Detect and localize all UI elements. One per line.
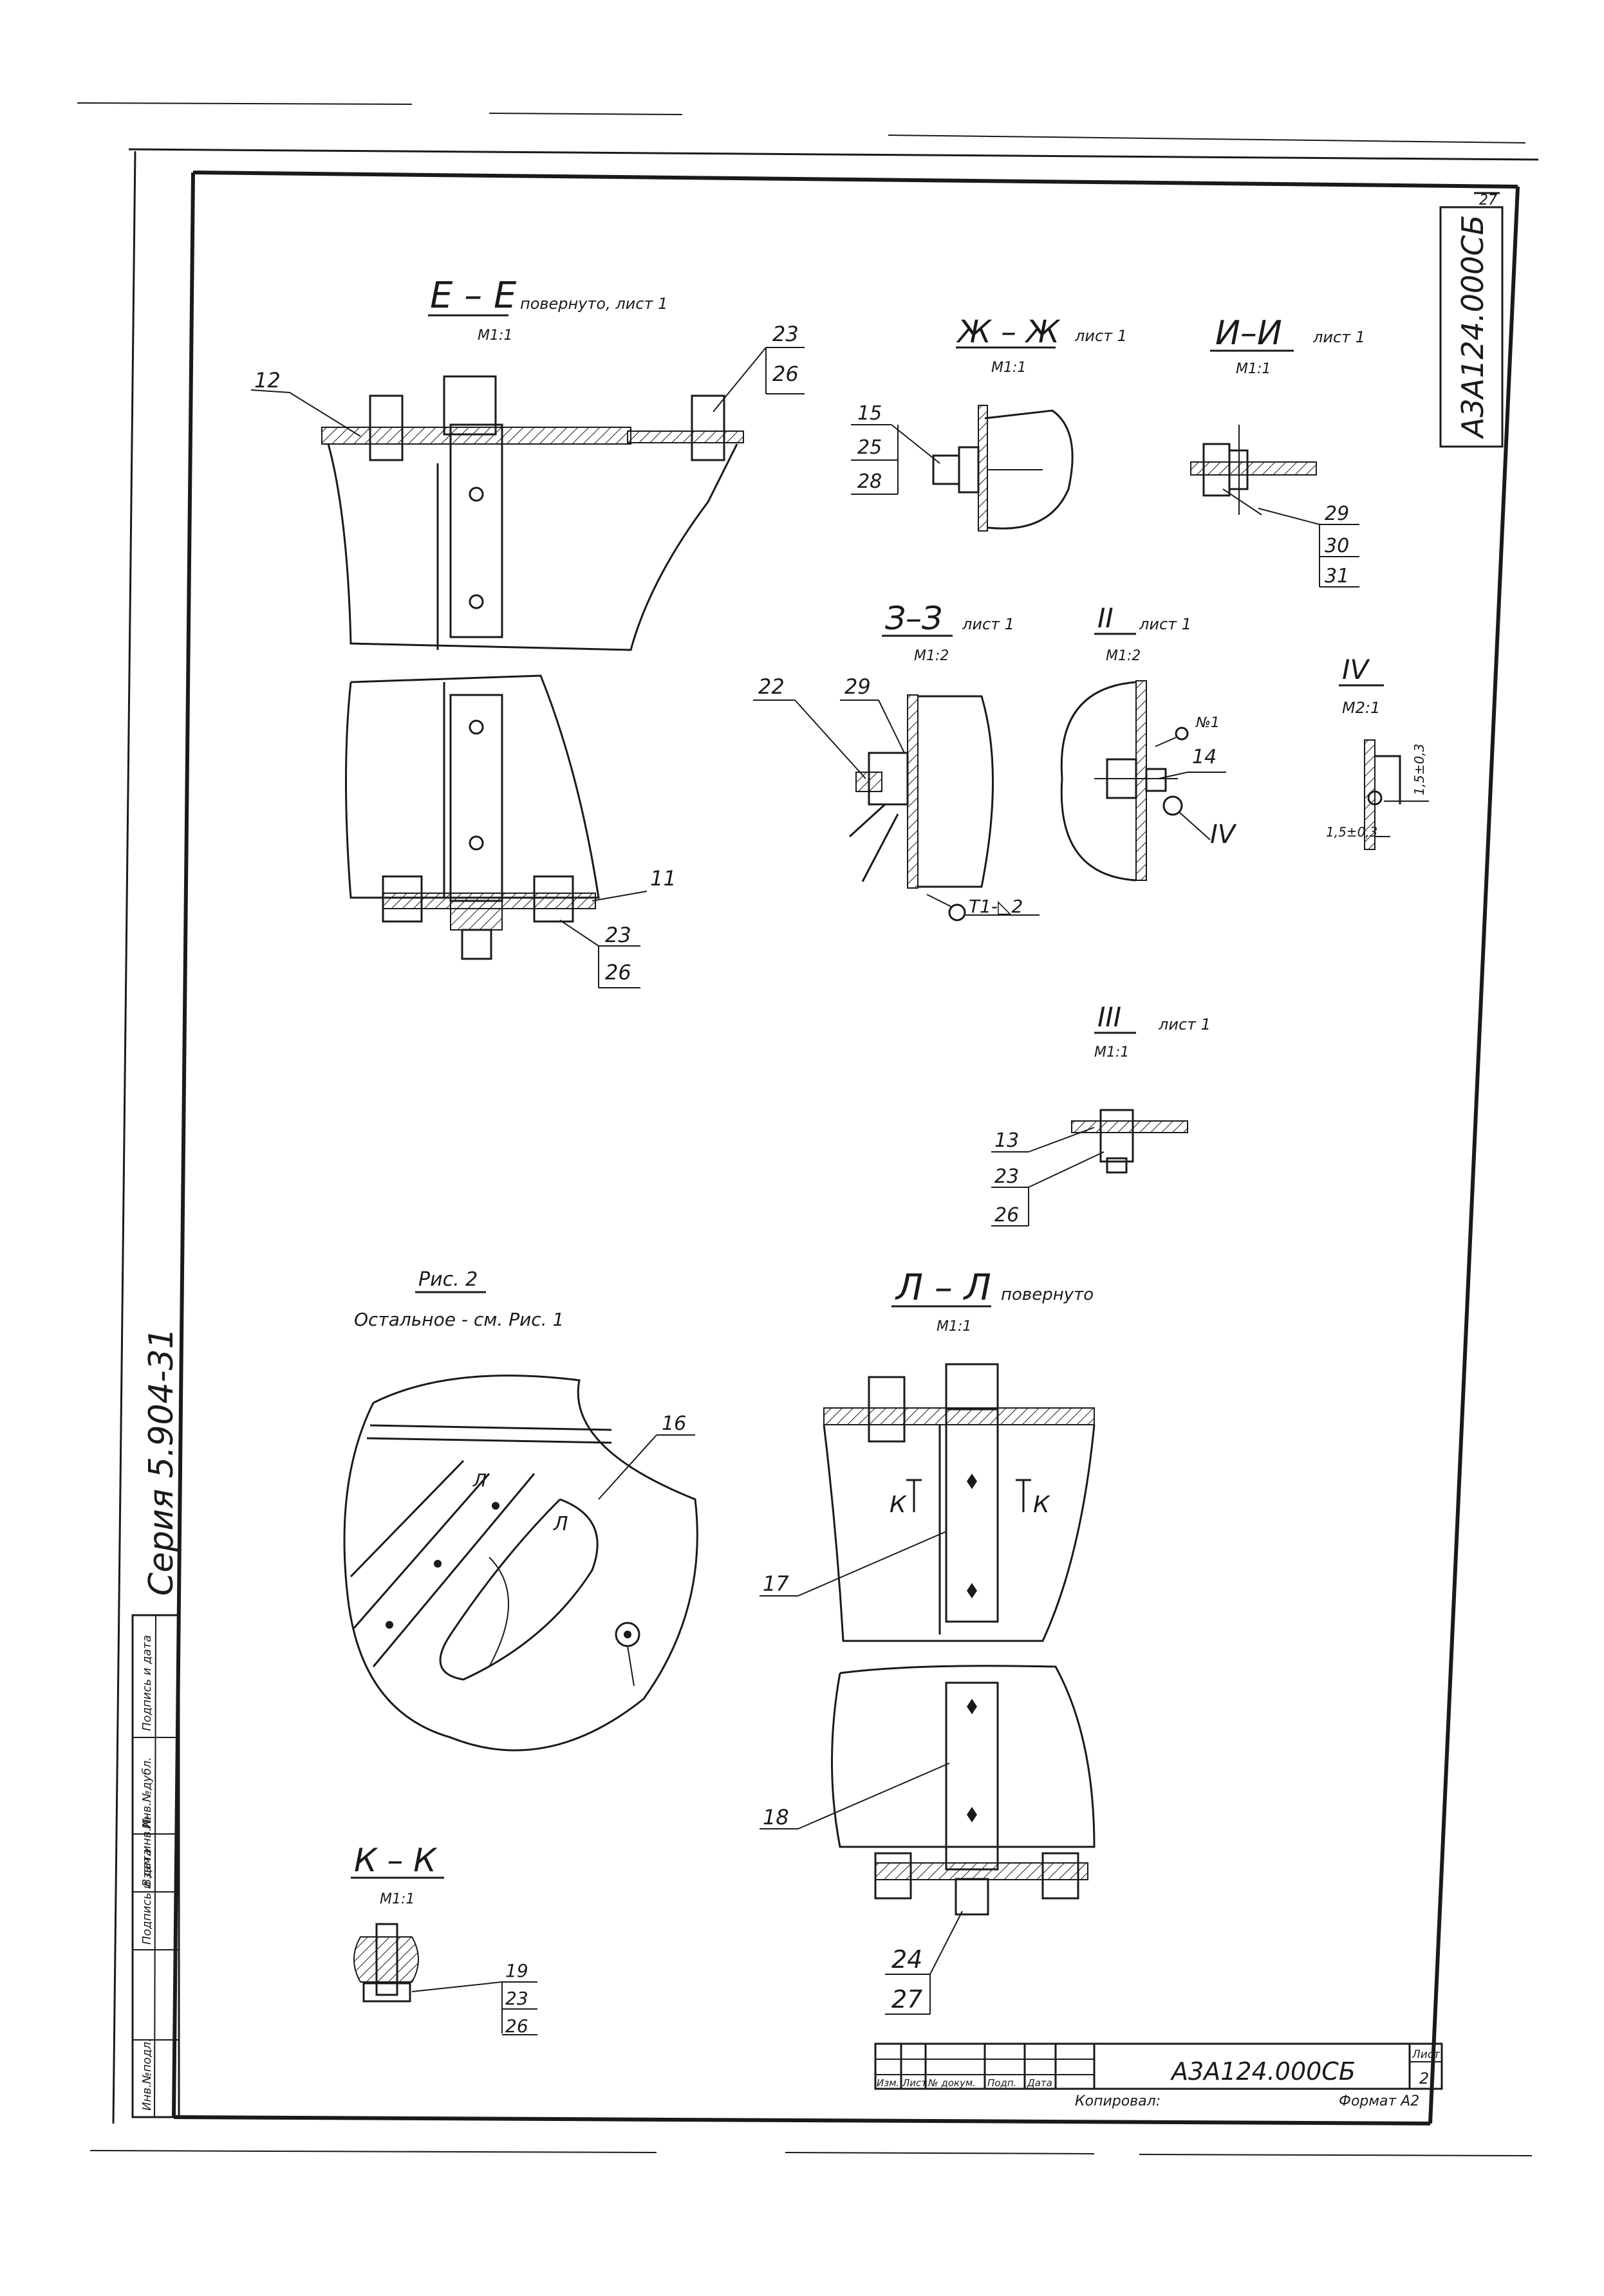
title-block: Изм. Лист № докум. Подп. Дата А3А124.000… (874, 2042, 1443, 2109)
ii-callout-29: 29 (1325, 503, 1349, 525)
stamp-label-4: Подпись и дата (140, 1849, 154, 1945)
v4-dim-1: 1,5±0,3 (1412, 744, 1427, 795)
view-kk-title: К – К (354, 1842, 438, 1879)
ll-section-k-left: К (890, 1492, 907, 1518)
ee-callout-26b: 26 (605, 960, 631, 985)
view-zz-note: лист 1 (962, 615, 1014, 633)
view-zhzh-note: лист 1 (1074, 327, 1127, 345)
sheet-label: Лист (1412, 2048, 1441, 2061)
v4-dim-2: 1,5±0,3 (1326, 824, 1377, 840)
v2-callout-14: 14 (1192, 746, 1217, 768)
series-label: Серия 5.904-31 (142, 1328, 181, 1596)
stamp-label-3: Взам.инв.№ (140, 1815, 154, 1887)
view-v3-scale: М1:1 (1094, 1044, 1129, 1060)
zz-weld-mark: Т1-◺2 (969, 896, 1023, 917)
kk-callout-23: 23 (505, 1988, 528, 2009)
view-v4-title: IV (1342, 654, 1370, 685)
zhzh-callout-15: 15 (857, 402, 882, 425)
stamp-label-5: Инв.№подл. (140, 2038, 154, 2111)
sheet-frame (77, 102, 1539, 2156)
fig2-note: Остальное - см. Рис. 1 (354, 1309, 564, 1330)
side-stamp: Подпись и дата Инв.№дубл. Взам.инв.№ Под… (131, 1328, 181, 2118)
ll-callout-27: 27 (891, 1985, 922, 2014)
kk-callout-19: 19 (505, 1960, 528, 1981)
drawing-designation-vertical: А3А124.000СБ (1455, 215, 1490, 440)
view-ee: Е – Е повернуто, лист 1 М1:1 12 23 26 (250, 275, 805, 988)
v2-weld-mark: №1 (1195, 715, 1220, 731)
view-v2-scale: М1:2 (1106, 648, 1141, 664)
fig2-callout-16: 16 (662, 1412, 686, 1435)
ii-callout-31: 31 (1325, 565, 1349, 588)
ll-section-k-right: К (1033, 1492, 1050, 1518)
v3-callout-13: 13 (994, 1129, 1019, 1152)
ll-callout-17: 17 (763, 1571, 789, 1596)
view-ii-roman: II лист 1 М1:2 14 №1 IV (1060, 602, 1237, 882)
ee-callout-26a: 26 (772, 362, 799, 386)
figure-2: Рис. 2 Остальное - см. Рис. 1 16 Л Л (343, 1268, 698, 1752)
fig2-section-mark: Л (553, 1513, 568, 1535)
format-label: Формат А2 (1339, 2093, 1419, 2109)
view-ii: И–И лист 1 М1:1 29 30 31 (1190, 314, 1365, 588)
tb-header-doc: № докум. (928, 2077, 976, 2089)
zhzh-callout-28: 28 (857, 470, 882, 493)
copied-label: Копировал: (1075, 2093, 1161, 2109)
view-zz-title: З–З (885, 600, 942, 637)
view-ll: Л – Л повернуто М1:1 К К 17 18 2 (760, 1267, 1096, 2015)
view-v3-note: лист 1 (1158, 1015, 1211, 1033)
zhzh-callout-25: 25 (857, 436, 882, 459)
view-v2-title: II (1097, 602, 1114, 634)
tb-header-list: Лист (902, 2077, 928, 2089)
view-iv: IV М2:1 1,5±0,3 1,5±0,3 (1326, 654, 1429, 850)
sheet-number: 2 (1419, 2069, 1429, 2088)
view-zhzh: Ж – Ж лист 1 М1:1 15 25 28 (851, 314, 1127, 532)
view-ee-note: повернуто, лист 1 (520, 295, 667, 313)
view-v4-scale: М2:1 (1342, 699, 1380, 717)
view-v2-note: лист 1 (1139, 615, 1191, 633)
v2-detail-ref: IV (1210, 820, 1237, 849)
view-v3-title: III (1097, 1001, 1121, 1033)
view-ll-title: Л – Л (895, 1267, 991, 1309)
view-kk-scale: М1:1 (380, 1891, 415, 1907)
ee-callout-23b: 23 (605, 923, 631, 947)
view-zz-scale: М1:2 (914, 648, 949, 664)
view-kk: К – К М1:1 19 23 26 (351, 1842, 537, 2037)
view-iii: III лист 1 М1:1 13 23 26 (991, 1001, 1211, 1227)
stamp-label-2: Инв.№дубл. (140, 1757, 154, 1829)
ll-callout-18: 18 (763, 1805, 789, 1829)
ii-callout-30: 30 (1325, 535, 1349, 557)
fig2-title: Рис. 2 (418, 1268, 478, 1291)
view-zhzh-scale: М1:1 (991, 360, 1026, 376)
v3-callout-26: 26 (994, 1204, 1019, 1227)
corner-sheet-number: 27 (1479, 192, 1497, 208)
view-ee-title: Е – Е (430, 275, 517, 317)
view-ii-title: И–И (1215, 314, 1282, 353)
ll-callout-24: 24 (891, 1945, 922, 1974)
view-zz: З–З лист 1 М1:2 22 29 Т1-◺2 (753, 600, 1040, 921)
view-ee-scale: М1:1 (478, 328, 512, 344)
zz-callout-22: 22 (758, 674, 785, 699)
view-ii-scale: М1:1 (1236, 361, 1271, 377)
tb-header-sign: Подп. (987, 2077, 1016, 2089)
ee-callout-12: 12 (254, 368, 281, 393)
zz-callout-29: 29 (844, 674, 871, 699)
view-ii-note: лист 1 (1312, 328, 1365, 346)
ee-callout-11: 11 (650, 866, 676, 891)
tb-header-date: Дата (1027, 2077, 1052, 2089)
view-ll-scale: М1:1 (937, 1319, 971, 1335)
v3-callout-23: 23 (994, 1165, 1019, 1188)
corner-designation-box: 27 А3А124.000СБ (1439, 192, 1504, 448)
ee-callout-23a: 23 (772, 322, 799, 346)
tb-header-izm: Изм. (877, 2077, 899, 2089)
fig2-section-mark-2: Л (472, 1470, 487, 1491)
view-ll-note: повернуто (1001, 1285, 1094, 1304)
view-zhzh-title: Ж – Ж (956, 314, 1061, 350)
kk-callout-26: 26 (505, 2015, 528, 2037)
stamp-label-1: Подпись и дата (140, 1635, 154, 1731)
title-block-designation: А3А124.000СБ (1170, 2057, 1356, 2086)
